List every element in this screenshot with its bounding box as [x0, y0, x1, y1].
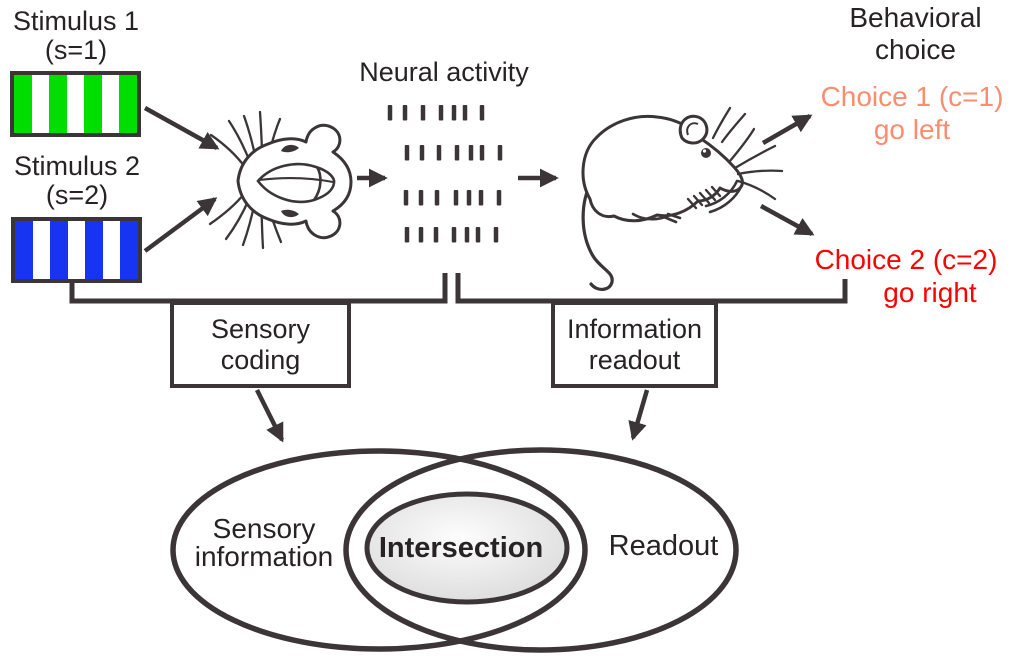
stripe	[102, 221, 121, 279]
information-readout-line2: readout	[588, 344, 681, 375]
spike-tick	[475, 227, 481, 243]
venn-intersection-ellipse	[364, 491, 570, 605]
venn-diagram	[170, 447, 739, 653]
stripe	[85, 221, 103, 279]
choice2-line1: Choice 2 (c=2)	[814, 244, 998, 275]
spike-tick	[420, 105, 426, 121]
venn-right-label: Readout	[608, 530, 719, 562]
spike-tick	[464, 227, 470, 243]
choice1-label: Choice 1 (c=1) go left	[812, 80, 1012, 146]
information-readout-line1: Information	[566, 313, 703, 344]
arrow-sensory-box-to-venn	[254, 388, 285, 443]
venn-left-line1: Sensory	[212, 513, 316, 544]
venn-intersection-label: Intersection	[378, 532, 544, 564]
choice1-line1: Choice 1 (c=1)	[820, 81, 1004, 112]
mouse-head-drawing	[208, 110, 353, 250]
spike-tick	[403, 190, 409, 206]
stripe	[49, 75, 67, 133]
spike-tick	[454, 145, 460, 161]
sensory-coding-line1: Sensory	[210, 313, 311, 344]
stripe	[31, 75, 50, 133]
spike-tick	[478, 190, 484, 206]
behavioral-choice-title-line1: Behavioral	[849, 2, 982, 33]
sensory-coding-box: Sensory coding	[170, 301, 351, 388]
spike-tick	[451, 105, 457, 121]
spike-tick	[479, 105, 485, 121]
stripe	[14, 75, 32, 133]
spike-tick	[497, 145, 503, 161]
flow-arrows	[143, 106, 815, 443]
choice2-label: Choice 2 (c=2) go right	[806, 243, 1006, 309]
behavioral-choice-title: Behavioral choice	[817, 2, 1014, 66]
venn-left-label: Sensory information	[164, 515, 364, 571]
spike-tick	[404, 227, 410, 243]
choice1-line2: go left	[873, 114, 951, 145]
spike-tick	[453, 190, 459, 206]
stripe	[120, 221, 139, 279]
arrow-mouse-to-choice1	[761, 114, 813, 145]
stimulus1-pattern	[10, 71, 141, 137]
spike-tick	[468, 145, 474, 161]
stripe	[119, 75, 138, 133]
spike-tick	[433, 227, 439, 243]
sensory-coding-line2: coding	[220, 344, 301, 375]
information-readout-box: Information readout	[551, 301, 718, 388]
stripe	[84, 75, 102, 133]
neural-activity-label: Neural activity	[359, 57, 529, 87]
stripe	[67, 221, 86, 279]
neural-activity-raster	[387, 105, 503, 243]
spike-tick	[436, 145, 442, 161]
spike-tick	[466, 190, 472, 206]
spike-tick	[418, 190, 424, 206]
spike-tick	[418, 227, 424, 243]
spike-tick	[387, 105, 393, 121]
spike-tick	[451, 227, 457, 243]
spike-tick	[479, 145, 485, 161]
venn-left-line2: information	[194, 541, 334, 572]
venn-right-ellipse	[343, 447, 739, 653]
spike-tick	[402, 105, 408, 121]
stimulus1-subtitle: (s=1)	[44, 35, 108, 65]
spike-tick	[419, 145, 425, 161]
spike-tick	[493, 227, 499, 243]
stimulus2-pattern	[11, 217, 142, 283]
stimulus2-title: Stimulus 2	[13, 151, 141, 181]
information-readout-bracket	[455, 273, 848, 304]
mouse-body-drawing	[581, 106, 784, 291]
spike-tick	[462, 105, 468, 121]
stripe	[66, 75, 85, 133]
stimulus1-title: Stimulus 1	[12, 6, 140, 36]
stimulus1-label: Stimulus 1 (s=1)	[1, 7, 151, 65]
stimulus2-label: Stimulus 2 (s=2)	[2, 152, 152, 210]
stripe	[32, 221, 51, 279]
arrow-stimulus1-to-head	[143, 106, 220, 150]
spike-tick	[496, 190, 502, 206]
spike-tick	[438, 105, 444, 121]
stripe	[50, 221, 68, 279]
arrow-readout-box-to-venn	[628, 389, 650, 441]
venn-left-ellipse	[170, 448, 588, 652]
stimulus2-subtitle: (s=2)	[45, 180, 109, 210]
choice2-line2: go right	[883, 277, 977, 308]
spike-tick	[404, 145, 410, 161]
spike-tick	[434, 190, 440, 206]
arrow-stimulus2-to-head	[143, 197, 218, 253]
stripe	[101, 75, 120, 133]
behavioral-choice-title-line2: choice	[875, 34, 956, 65]
arrow-mouse-to-choice2	[759, 204, 815, 236]
stripe	[15, 221, 33, 279]
